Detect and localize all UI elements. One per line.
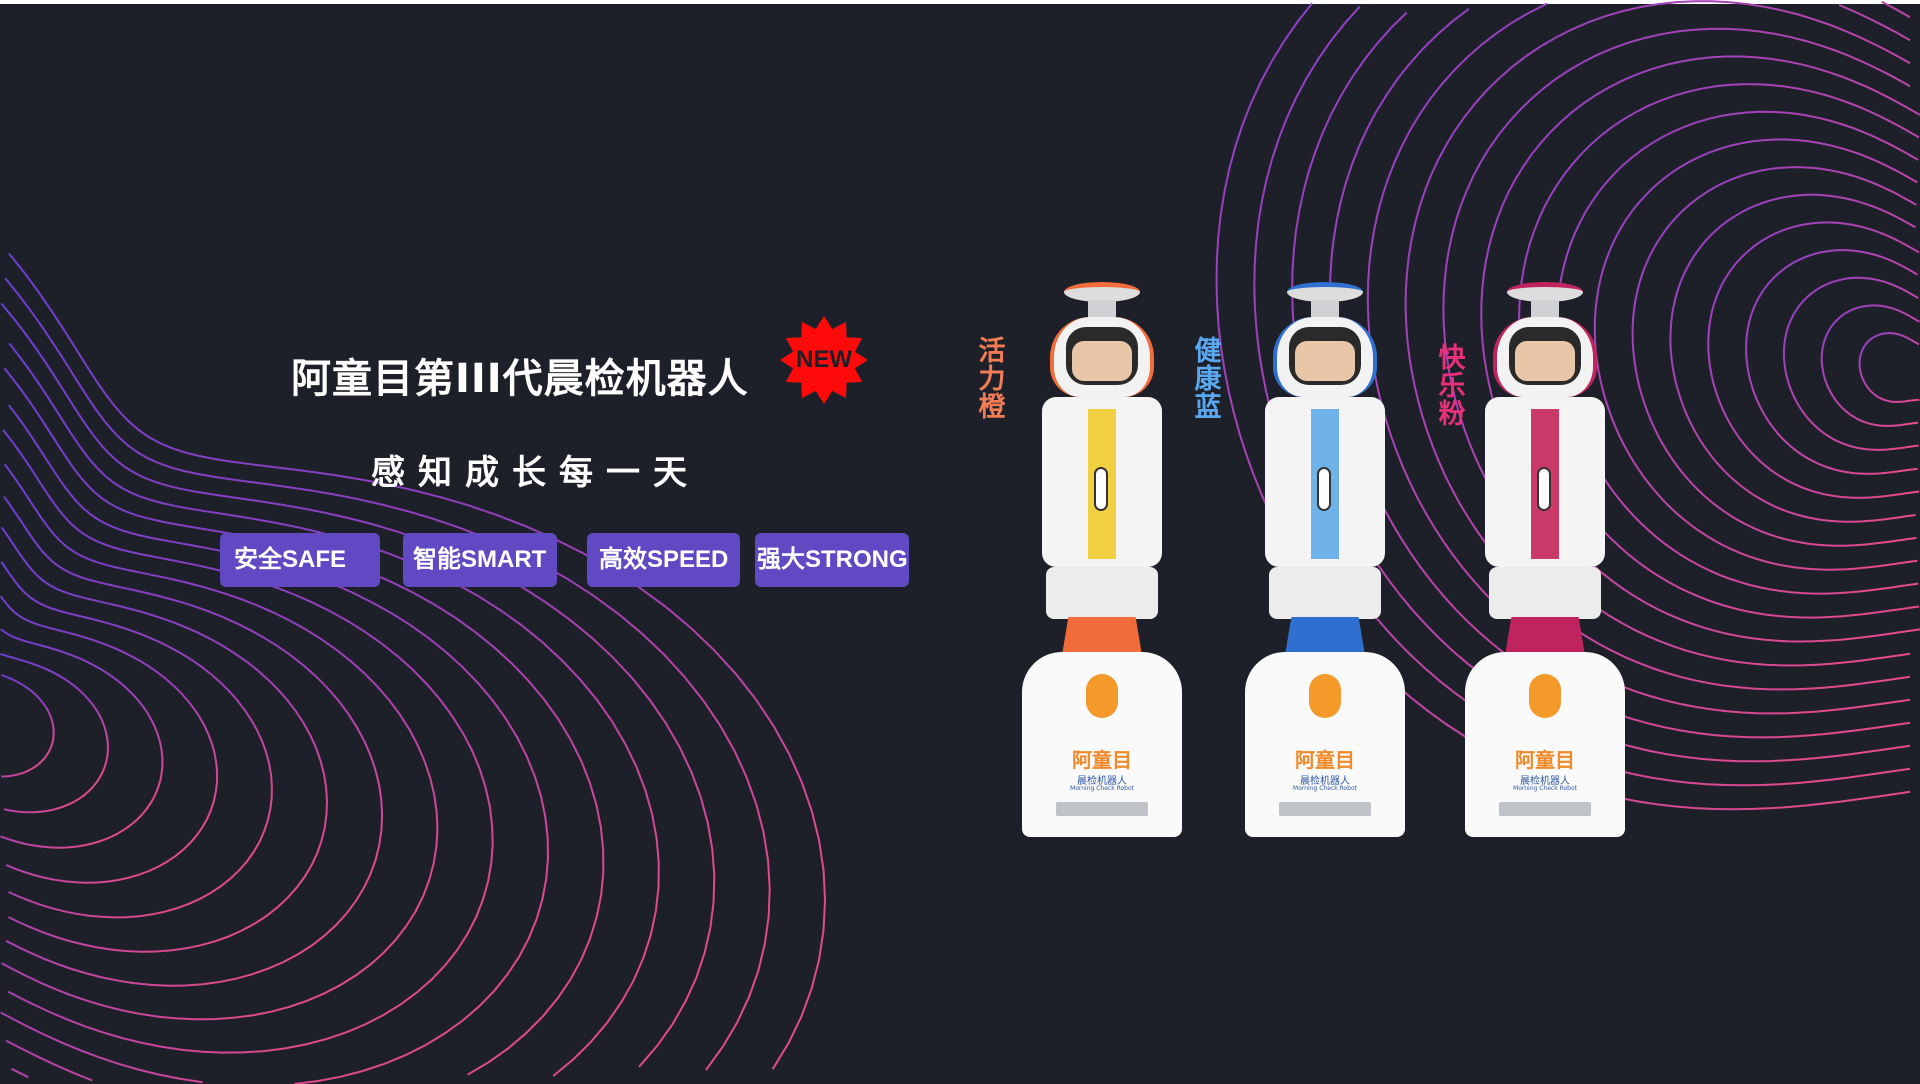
contour-line [1328,0,1911,739]
robot-brand: 阿童目 [1072,748,1132,772]
contour-line [1442,27,1911,667]
scale-plate [1279,802,1371,816]
robot-product-image: 阿童目 晨检机器人 Morning Check Robot [1245,282,1405,847]
contour-line [1593,138,1918,571]
robot-cap [1287,282,1363,302]
robot-waist [1046,567,1158,619]
ruler-slider [1317,467,1331,511]
robot-subtitle: 晨检机器人 [1300,776,1350,787]
contour-line [1480,55,1920,643]
variant-label-pink: 快乐粉 [1438,343,1466,430]
contour-line [1858,332,1920,403]
robot-cap [1507,282,1583,302]
contour-line [1,674,55,778]
contour-line [1745,249,1918,475]
robot-subtitle: 晨检机器人 [1077,776,1127,787]
robot-body [1265,397,1385,567]
robot-cap [1064,282,1140,302]
contour-line [8,342,660,1079]
robot-waist [1269,567,1381,619]
robot-brand: 阿童目 [1295,748,1355,772]
variant-label-blue: 健康蓝 [1194,336,1222,423]
robot-face-screen [1289,327,1361,385]
mascot-icon [1309,674,1341,718]
robot-neck [1311,300,1339,320]
robot-body [1042,397,1162,567]
contour-line [3,367,605,1082]
contour-line [0,628,164,849]
robot-product-image: 阿童目 晨检机器人 Morning Check Robot [1022,282,1182,847]
mascot-icon [1086,674,1118,718]
contour-line [0,404,550,1084]
contour-line [1782,276,1919,451]
ruler-slider [1094,467,1108,511]
tag-smart: 智能SMART [403,533,557,587]
top-border [0,0,1920,4]
contour-line [0,652,109,814]
robot-body [1485,397,1605,567]
robot-neck [1531,300,1559,320]
contour-line [3,496,384,987]
robot-product-image: 阿童目 晨检机器人 Morning Check Robot [1465,282,1625,847]
contour-line [1291,11,1911,763]
star-burst-icon [780,316,868,404]
contour-line [1404,0,1911,691]
scale-plate [1056,802,1148,816]
variant-label-orange: 活力橙 [978,336,1006,423]
tag-speed: 高效SPEED [587,533,740,587]
robot-base: 阿童目 晨检机器人 Morning Check Robot [1465,652,1625,837]
contour-line [1669,193,1916,523]
contour-line [1707,221,1920,499]
contour-line [0,561,273,919]
tagline: 感知成长每一天 [371,453,700,493]
contour-line [1,463,439,1021]
tag-safe: 安全SAFE [220,533,380,587]
mascot-icon [1529,674,1561,718]
robot-base: 阿童目 晨检机器人 Morning Check Robot [1245,652,1405,837]
robot-base: 阿童目 晨检机器人 Morning Check Robot [1022,652,1182,837]
contour-line [0,302,716,1068]
robot-waist [1489,567,1601,619]
new-badge: NEW [780,316,868,404]
robot-subtitle-en: Morning Check Robot [1513,785,1577,792]
contour-line [1631,166,1917,547]
ruler-slider [1537,467,1551,511]
robot-subtitle-en: Morning Check Robot [1070,785,1134,792]
robot-face-screen [1066,327,1138,385]
tag-strong: 强大STRONG [755,533,909,587]
robot-neck [1088,300,1116,320]
robot-head [1493,317,1597,397]
robot-head [1050,317,1154,397]
scale-plate [1499,802,1591,816]
contour-line [0,526,329,953]
contour-line [0,595,219,884]
contour-line [2,429,494,1054]
contour-line [1366,2,1911,715]
new-badge-text: NEW [796,346,852,373]
page-title: 阿童目第III代晨检机器人 [291,356,749,402]
robot-subtitle-en: Morning Check Robot [1293,785,1357,792]
robot-face-screen [1509,327,1581,385]
robot-head [1273,317,1377,397]
contour-line [1820,304,1920,427]
robot-subtitle: 晨检机器人 [1520,776,1570,787]
robot-brand: 阿童目 [1515,748,1575,772]
